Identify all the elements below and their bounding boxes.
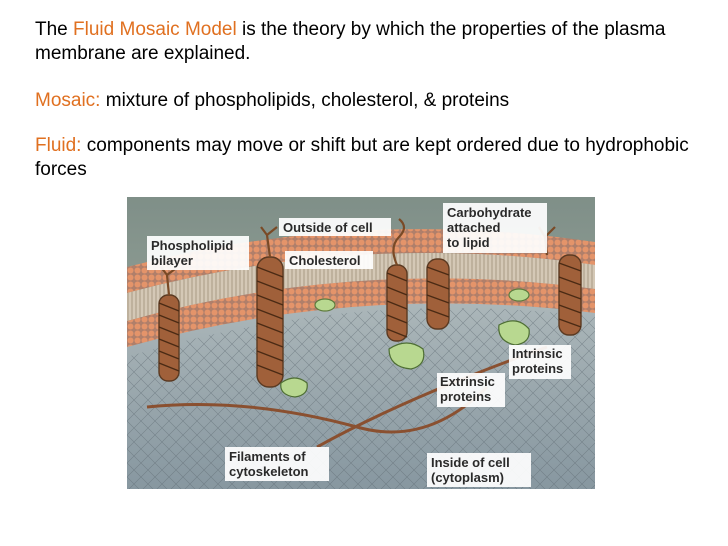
fluid-term: Fluid: (35, 135, 82, 156)
label-bg (443, 203, 547, 253)
label-carbohydrate-line3: to lipid (447, 235, 490, 250)
intro-prefix: The (35, 19, 74, 40)
label-bg (437, 373, 505, 407)
label-filaments-line2: cytoskeleton (229, 464, 309, 479)
intro-rest: is the theory by which the properties of… (35, 19, 666, 64)
protein-helix (558, 254, 582, 336)
protein-helix (426, 258, 450, 330)
label-filaments-line1: Filaments of (229, 449, 306, 464)
label-phospholipid-line2: bilayer (151, 253, 193, 268)
label-bg (509, 345, 571, 379)
fluid-paragraph: Fluid: components may move or shift but … (35, 134, 705, 182)
mosaic-term: Mosaic: (35, 90, 101, 111)
cholesterol-molecules (314, 288, 530, 312)
intro-paragraph: The Fluid Mosaic Model is the theory by … (35, 18, 705, 66)
mosaic-definition: mixture of phospholipids, cholesterol, &… (100, 90, 510, 111)
label-bg (427, 453, 531, 487)
extrinsic-protein-blobs (280, 320, 530, 398)
protein-helix (256, 256, 284, 388)
label-bg (279, 218, 391, 236)
label-bg (147, 236, 249, 270)
membrane-illustration: Outside of cell Carbohydrate attached to… (127, 197, 595, 489)
label-carbohydrate-line2: attached (447, 220, 501, 235)
protein-helix (386, 264, 408, 342)
label-inside-line1: Inside of cell (431, 455, 510, 470)
label-inside-line2: (cytoplasm) (431, 470, 504, 485)
label-bg (285, 251, 373, 269)
label-extrinsic-line1: Extrinsic (440, 374, 495, 389)
label-carbohydrate-line1: Carbohydrate (447, 205, 532, 220)
figure-labels: Outside of cell Carbohydrate attached to… (147, 203, 571, 487)
label-outside-cell: Outside of cell (283, 220, 373, 235)
label-extrinsic-line2: proteins (440, 389, 491, 404)
membrane-diagram: Outside of cell Carbohydrate attached to… (127, 197, 595, 489)
label-phospholipid-line1: Phospholipid (151, 238, 233, 253)
fluid-definition: components may move or shift but are kep… (35, 135, 689, 180)
mosaic-paragraph: Mosaic: mixture of phospholipids, choles… (35, 89, 705, 113)
protein-helix (158, 294, 180, 382)
label-cholesterol: Cholesterol (289, 253, 361, 268)
label-intrinsic-line1: Intrinsic (512, 346, 563, 361)
label-intrinsic-line2: proteins (512, 361, 563, 376)
cytoskeleton-mesh (127, 308, 595, 489)
integral-proteins (158, 254, 582, 388)
fluid-mosaic-model-term: Fluid Mosaic Model (73, 19, 237, 40)
label-bg (225, 447, 329, 481)
